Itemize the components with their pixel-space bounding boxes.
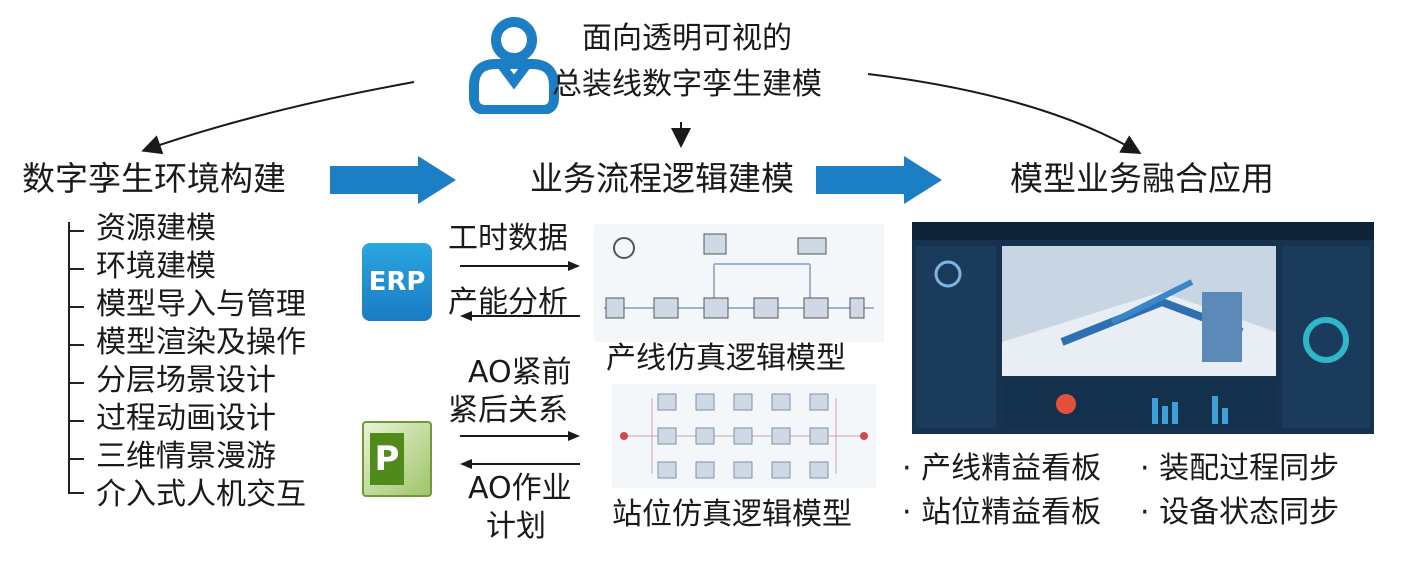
list-item: 介入式人机交互 xyxy=(96,477,306,512)
stage-app: 模型业务融合应用 xyxy=(1010,159,1274,198)
app-item-station-board: · 站位精益看板 xyxy=(902,495,1102,530)
list-item: 模型导入与管理 xyxy=(96,287,306,322)
project-top-label-1: AO紧前 xyxy=(468,355,572,390)
app-item-assembly-sync: · 装配过程同步 xyxy=(1140,451,1340,486)
stage-env: 数字孪生环境构建 xyxy=(22,159,286,198)
env-list: 资源建模 环境建模 模型导入与管理 模型渲染及操作 分层场景设计 过程动画设计 … xyxy=(96,212,306,516)
list-item: 环境建模 xyxy=(96,249,216,284)
person-icon xyxy=(469,17,559,114)
app-item-equipment-sync: · 设备状态同步 xyxy=(1140,495,1340,530)
title-line-1: 面向透明可视的 xyxy=(582,21,792,56)
project-bottom-label-1: AO作业 xyxy=(468,471,572,506)
list-item: 模型渲染及操作 xyxy=(96,325,306,360)
erp-logo: ERP xyxy=(362,243,432,321)
station-model-label: 站位仿真逻辑模型 xyxy=(612,497,852,532)
digital-twin-dashboard-image xyxy=(912,222,1374,434)
list-item: 分层场景设计 xyxy=(96,363,276,398)
list-item: 三维情景漫游 xyxy=(96,439,276,474)
tree-line xyxy=(68,222,70,492)
erp-top-label: 工时数据 xyxy=(448,221,568,256)
list-item: 资源建模 xyxy=(96,211,216,246)
station-sim-model-image xyxy=(612,384,876,488)
project-logo: P xyxy=(362,421,432,497)
line-sim-model-image xyxy=(594,224,884,342)
app-item-line-board: · 产线精益看板 xyxy=(902,451,1102,486)
project-top-label-2: 紧后关系 xyxy=(448,393,568,428)
stage-logic: 业务流程逻辑建模 xyxy=(530,159,794,198)
project-bottom-label-2: 计划 xyxy=(486,509,546,544)
erp-arrows xyxy=(460,261,580,321)
line-model-label: 产线仿真逻辑模型 xyxy=(606,341,846,376)
project-arrows xyxy=(460,431,580,469)
flow-arrow-2 xyxy=(816,156,942,204)
connector-arrows xyxy=(141,73,1142,155)
title-line-2: 总装线数字孪生建模 xyxy=(552,67,822,102)
list-item: 过程动画设计 xyxy=(96,401,276,436)
flow-arrow-1 xyxy=(330,156,456,204)
